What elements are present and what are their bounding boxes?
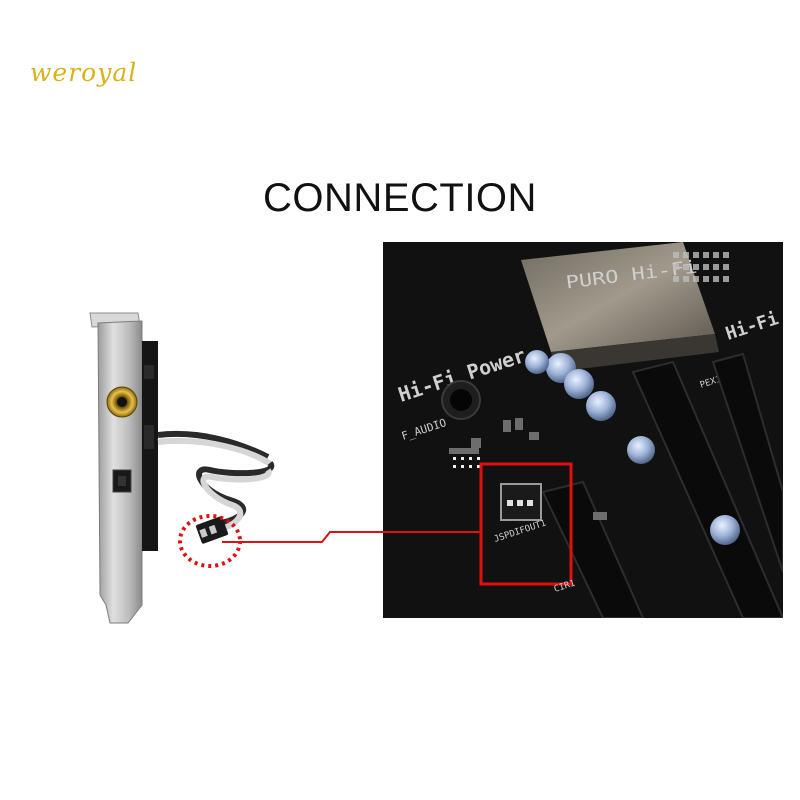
capacitors	[525, 350, 740, 545]
spdif-bracket-image	[89, 312, 275, 624]
motherboard-photo: PURO Hi-Fi Hi-Fi Power Hi-Fi F_AUDIO PEX…	[383, 242, 783, 618]
watermark-text: weroyal	[30, 58, 138, 87]
highlight-box	[479, 462, 573, 586]
page-title: CONNECTION	[263, 176, 537, 220]
